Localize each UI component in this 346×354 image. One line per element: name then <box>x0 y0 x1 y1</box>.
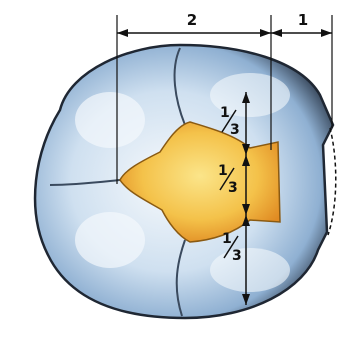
svg-text:3: 3 <box>232 248 242 264</box>
highlight-right-bottom <box>210 248 290 292</box>
svg-text:1: 1 <box>218 163 228 179</box>
dashed-outline <box>328 128 336 235</box>
svg-text:3: 3 <box>228 180 238 196</box>
svg-text:1: 1 <box>222 231 232 247</box>
svg-text:1: 1 <box>220 105 230 121</box>
dimension-line-1 <box>271 29 332 37</box>
extension-label: 1 <box>298 11 308 29</box>
svg-text:3: 3 <box>230 122 240 138</box>
dimension-line-2 <box>117 29 271 37</box>
width-label: 2 <box>187 11 197 29</box>
highlight-upper <box>75 92 145 148</box>
highlight-lower <box>75 212 145 268</box>
